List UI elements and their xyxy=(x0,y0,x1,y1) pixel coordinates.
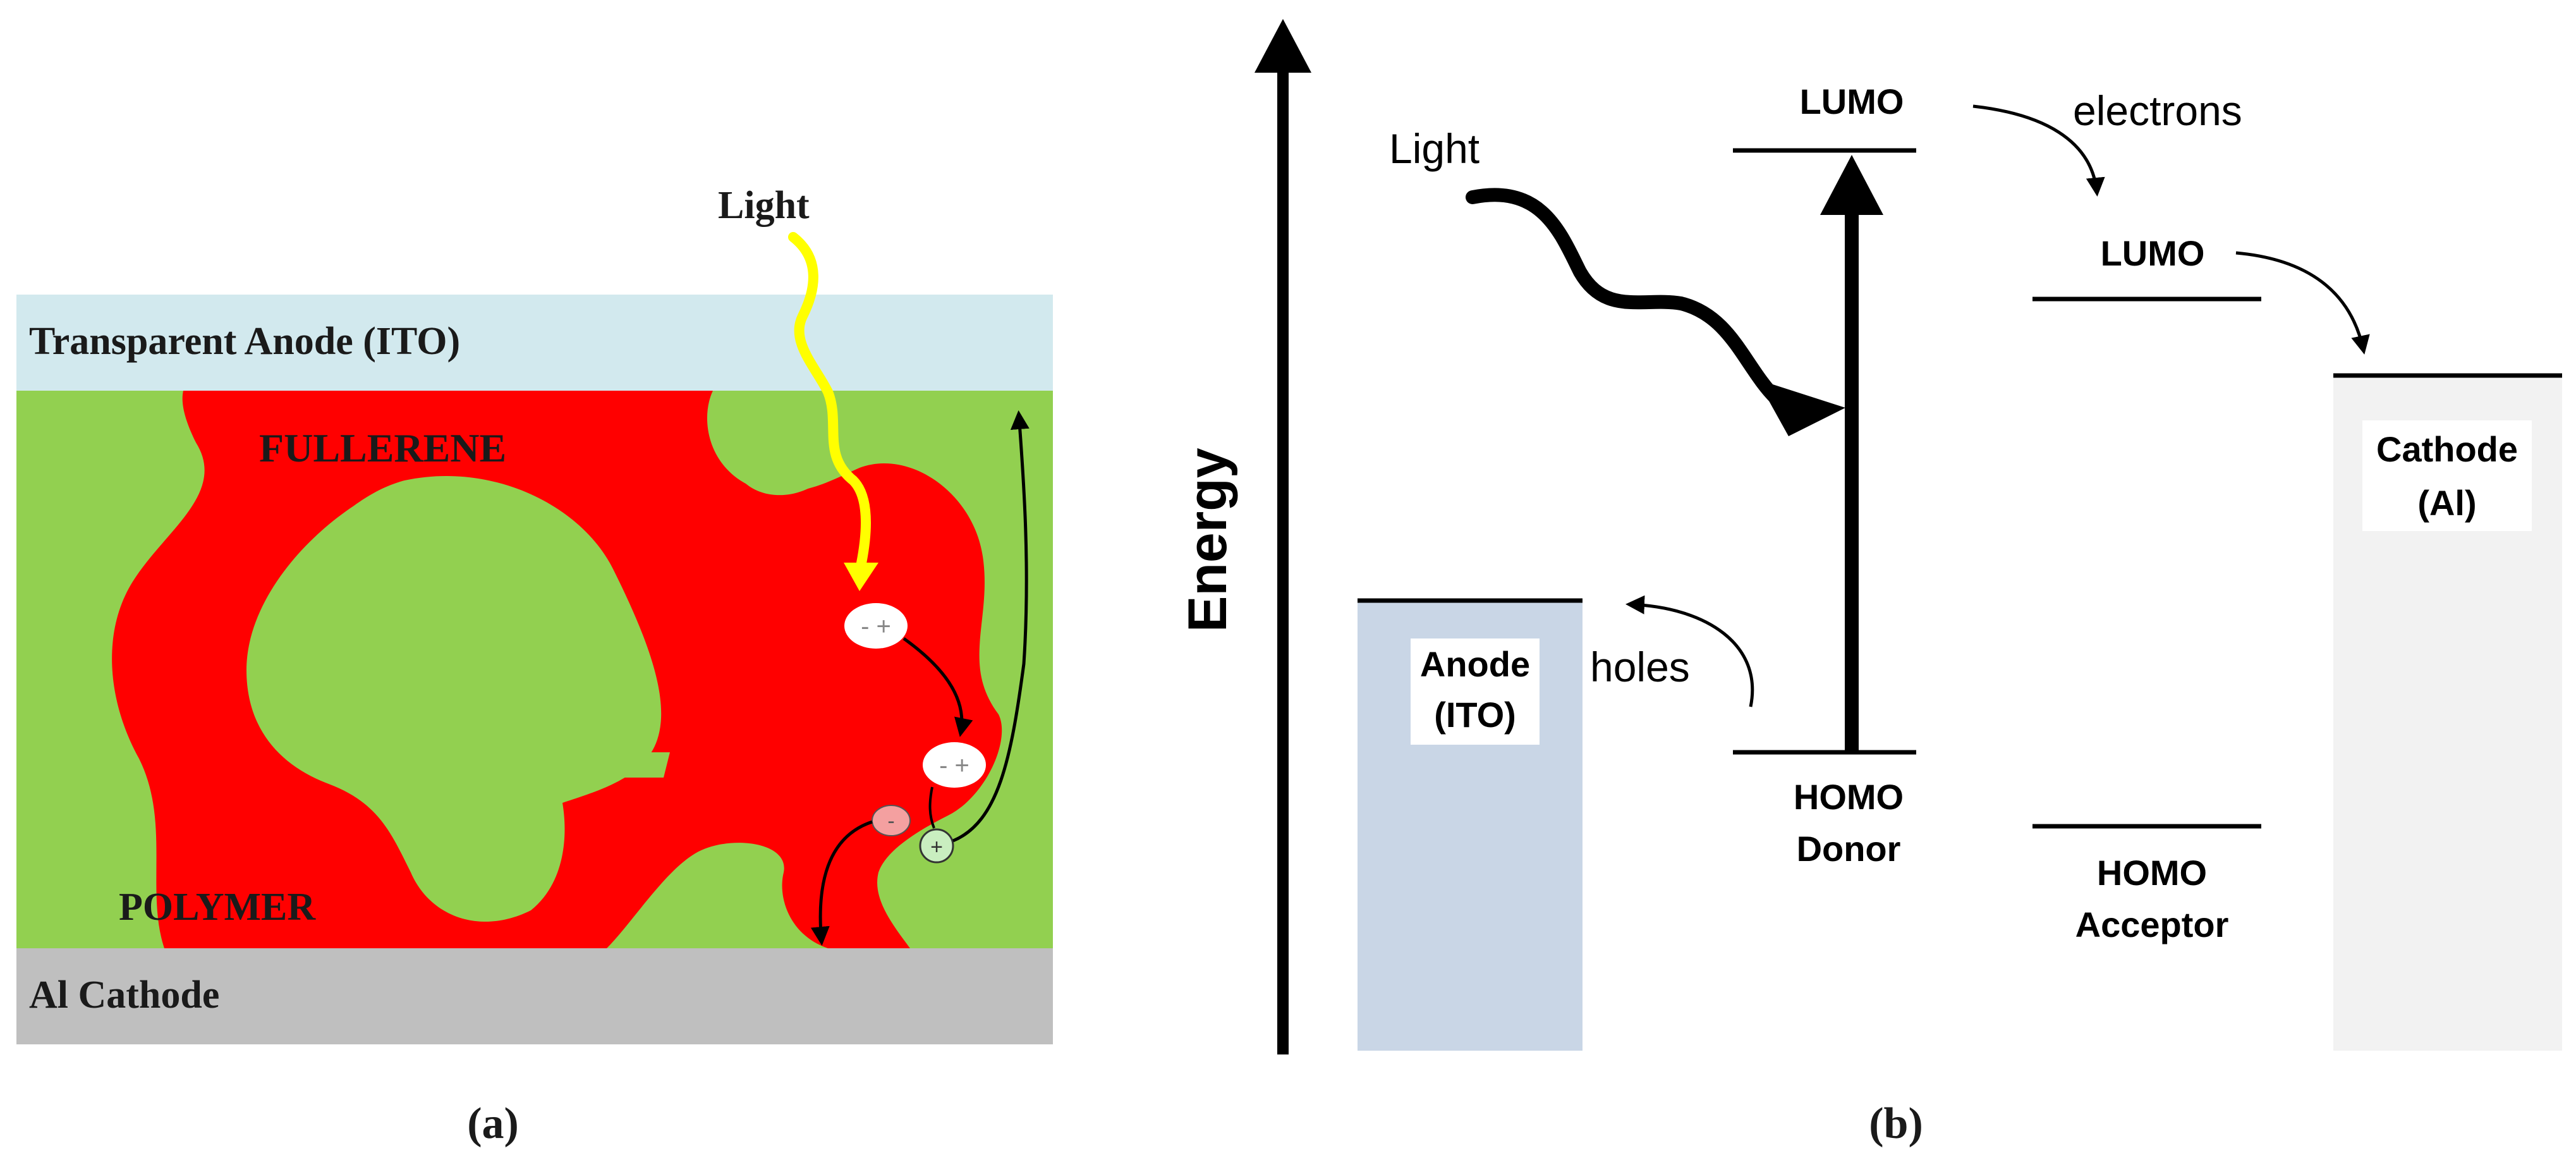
polymer-lobe xyxy=(708,391,839,496)
exciton-1 xyxy=(844,603,908,649)
exciton-diffusion-arrow xyxy=(902,637,973,737)
acceptor-homo-label-line2: Acceptor xyxy=(2075,905,2229,944)
polymer-bump xyxy=(877,843,957,948)
acceptor-lumo-label: LUMO xyxy=(2101,233,2205,273)
hole-path-arrow xyxy=(952,410,1030,843)
hole-exciton-link xyxy=(928,786,935,829)
cathode-layer xyxy=(16,948,1053,1044)
panel-b: Energy Anode (ITO) Cathode (Al) LUMO HOM… xyxy=(1177,19,2562,1148)
anode-label: Transparent Anode (ITO) xyxy=(29,320,460,363)
electron-transfer-arrow xyxy=(1972,104,2105,197)
light-label-b: Light xyxy=(1389,125,1479,172)
anode-label-line2: (ITO) xyxy=(1434,695,1516,735)
cathode-label-line2: (Al) xyxy=(2417,483,2476,523)
holes-label: holes xyxy=(1590,644,1690,690)
caption-a: (a) xyxy=(467,1099,519,1148)
fullerene-label: FULLERENE xyxy=(259,425,506,470)
cathode-label-box xyxy=(2362,420,2532,531)
acceptor-homo-label-line1: HOMO xyxy=(2097,853,2207,893)
anode-label-line1: Anode xyxy=(1420,644,1530,684)
cathode-label-line1: Cathode xyxy=(2376,429,2518,469)
polymer-tendril xyxy=(525,752,670,778)
light-arrow-a xyxy=(788,232,871,577)
hole-charge xyxy=(919,828,954,864)
exciton-1-charges: - + xyxy=(861,613,891,640)
polymer-label: POLYMER xyxy=(119,886,316,929)
donor-lumo-label: LUMO xyxy=(1800,82,1904,121)
anode-layer xyxy=(16,295,1053,391)
panel-a: Transparent Anode (ITO) Al Cathode FULLE… xyxy=(16,184,1053,1148)
electrons-label: electrons xyxy=(2073,87,2242,134)
light-arrow-b xyxy=(1466,188,1783,405)
light-arrowhead-b xyxy=(1757,379,1845,436)
excitation-arrowhead xyxy=(1820,155,1883,215)
light-arrowhead-a xyxy=(844,563,878,591)
hole-sign: + xyxy=(930,835,943,859)
polymer-island xyxy=(246,475,662,922)
electron-path-arrow xyxy=(810,820,873,946)
exciton-2-charges: - + xyxy=(939,752,969,779)
cathode-label: Al Cathode xyxy=(29,974,219,1017)
energy-axis-arrowhead xyxy=(1255,19,1311,73)
electron-charge xyxy=(872,805,911,836)
energy-label: Energy xyxy=(1177,448,1238,632)
donor-homo-label-line2: Donor xyxy=(1797,829,1901,869)
exciton-2 xyxy=(923,742,986,788)
light-label-a: Light xyxy=(718,184,810,227)
electron-extraction-arrow xyxy=(2235,251,2370,355)
hole-transfer-arrow xyxy=(1625,595,1754,707)
electron-sign: - xyxy=(887,809,894,833)
anode-label-box xyxy=(1411,638,1540,745)
caption-b: (b) xyxy=(1869,1099,1923,1148)
donor-homo-label-line1: HOMO xyxy=(1794,777,1904,817)
